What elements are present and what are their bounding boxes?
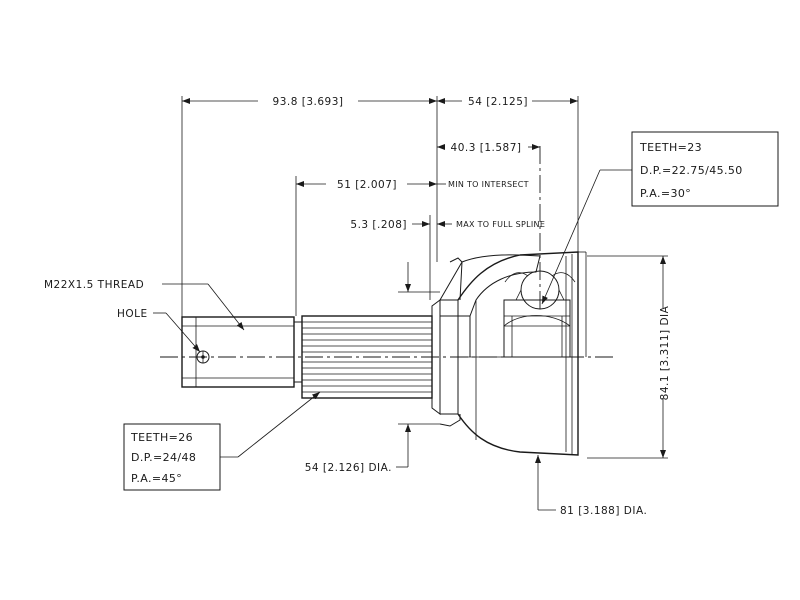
spline-lines [302, 321, 432, 393]
dim-housing-length: 54 [2.125] [437, 96, 578, 108]
hole-callout: HOLE [117, 308, 201, 353]
outer-pa: P.A.=45° [131, 472, 182, 485]
inner-pa: P.A.=30° [640, 187, 691, 200]
housing-section-hatch [439, 254, 541, 317]
dim-housing-diameter: 81 [3.188] DIA. [535, 455, 647, 517]
thread-callout: M22X1.5 THREAD [44, 279, 245, 331]
dim-ball-center: 40.3 [1.587] [437, 142, 540, 154]
inner-dp: D.P.=22.75/45.50 [640, 164, 743, 177]
inner-spline-spec-box: TEETH=23 D.P.=22.75/45.50 P.A.=30° [541, 131, 779, 305]
dim-spline-length: 51 [2.007] MIN TO INTERSECT [296, 179, 529, 191]
outer-spline-spec-box: TEETH=26 D.P.=24/48 P.A.=45° [123, 391, 321, 491]
dim-ball-center-label: 40.3 [1.587] [451, 142, 522, 154]
dim-housing-diameter-label: 81 [3.188] DIA. [560, 505, 647, 517]
inner-teeth: TEETH=23 [639, 141, 702, 154]
threaded-stub [181, 316, 295, 388]
outer-dp: D.P.=24/48 [131, 451, 196, 464]
dim-overall-length-label: 93.8 [3.693] [273, 96, 344, 108]
part-outline [181, 251, 587, 456]
dim-spline-length-label: 51 [2.007] [337, 179, 397, 191]
dim-housing-height: 84.1 [3.311] DIA [659, 256, 671, 458]
dim-housing-height-label: 84.1 [3.311] DIA [659, 305, 671, 400]
dim-spline-gap-label: 5.3 [.208] [350, 219, 407, 231]
max-to-full-spline-note: MAX TO FULL SPLINE [456, 220, 545, 229]
dim-overall-length: 93.8 [3.693] [182, 96, 437, 108]
min-to-intersect-note: MIN TO INTERSECT [448, 180, 529, 189]
dim-spline-gap: 5.3 [.208] MAX TO FULL SPLINE [350, 219, 545, 231]
thread-callout-label: M22X1.5 THREAD [44, 279, 144, 291]
extension-lines [181, 96, 668, 459]
dim-seat-diameter: 54 [2.126] DIA. [305, 262, 440, 474]
hole-callout-label: HOLE [117, 308, 148, 320]
dim-seat-diameter-label: 54 [2.126] DIA. [305, 462, 392, 474]
dim-housing-length-label: 54 [2.125] [468, 96, 528, 108]
outer-teeth: TEETH=26 [130, 431, 193, 444]
